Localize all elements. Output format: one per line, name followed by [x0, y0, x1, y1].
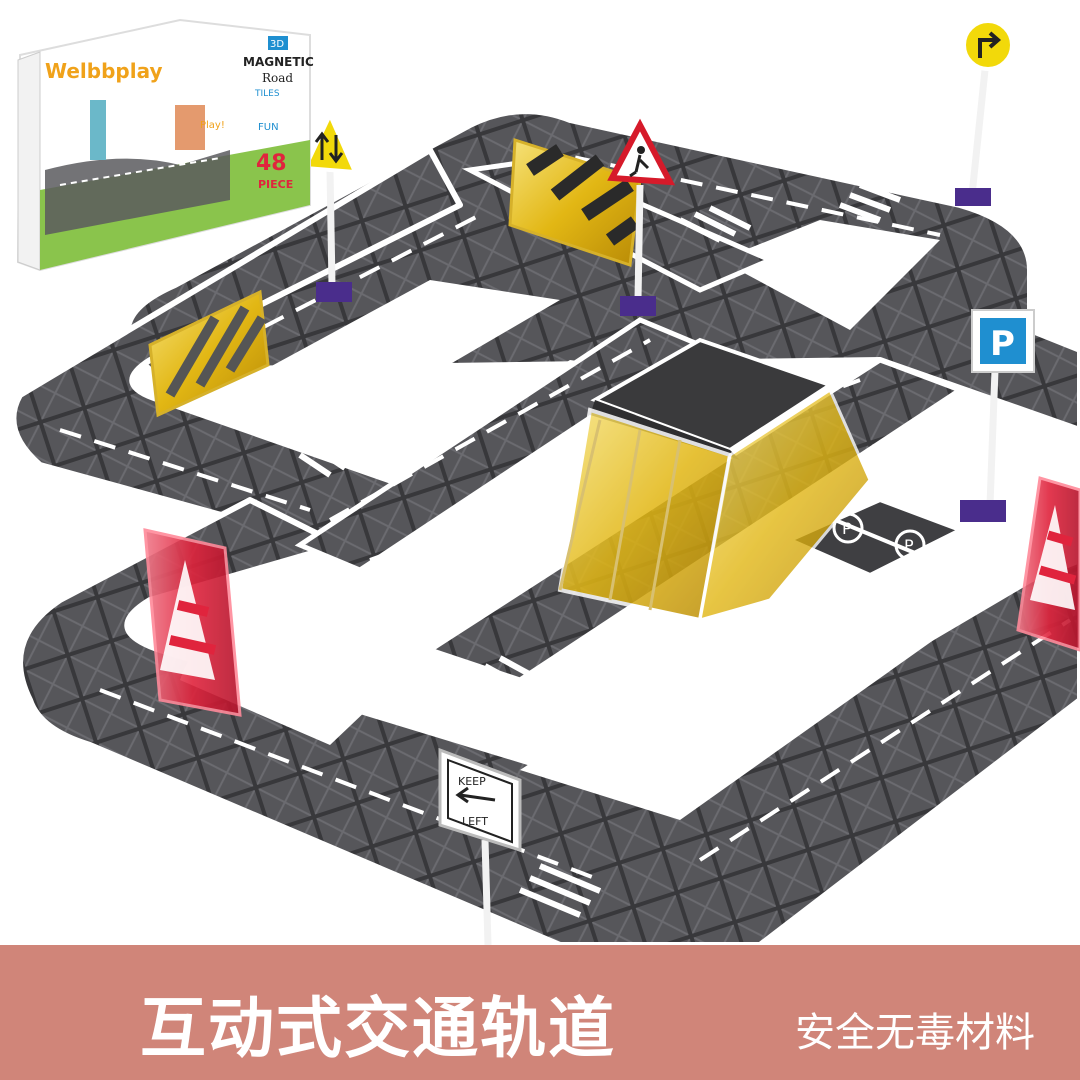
banner-main-text: 互动式交通轨道 [140, 990, 616, 1067]
keep-left-line1: KEEP [458, 775, 486, 788]
keep-left-sign-icon: KEEP LEFT [438, 747, 522, 946]
traffic-cone-icon [143, 528, 242, 717]
pedestrian-crossing-sign-icon [607, 118, 676, 316]
keep-left-line2: LEFT [462, 815, 488, 828]
box-title-line2: Road [262, 71, 293, 85]
box-title-line1: MAGNETIC [243, 55, 314, 69]
barrier-panel [148, 289, 270, 418]
parking-sign-icon: P [960, 309, 1035, 522]
box-badge-3d: 3D [270, 39, 284, 50]
parking-space-label: P [842, 519, 852, 538]
parking-area: P P [785, 497, 965, 578]
caption-banner [0, 945, 1080, 1080]
traffic-cone-icon [1016, 476, 1080, 652]
box-slogan-fun: FUN [258, 122, 279, 133]
box-title-line3: TILES [254, 89, 280, 99]
parking-space-label: P [904, 536, 914, 555]
box-slogan-play: Play! [200, 120, 225, 131]
parking-sign-label: P [990, 324, 1015, 364]
banner-sub-text: 安全无毒材料 [795, 1010, 1035, 1056]
box-brand: Welbbplay [45, 59, 163, 83]
box-piece-count: 48 [256, 151, 287, 176]
yellow-bridge [557, 337, 872, 623]
barrier-panel [508, 137, 642, 268]
turn-right-sign-icon [955, 19, 1014, 206]
product-box: Welbbplay 3D MAGNETIC Road TILES FUN Pla… [16, 18, 314, 272]
two-way-traffic-sign-icon [301, 110, 359, 302]
box-piece-label: PIECE [258, 178, 293, 191]
crosswalk [298, 182, 902, 918]
